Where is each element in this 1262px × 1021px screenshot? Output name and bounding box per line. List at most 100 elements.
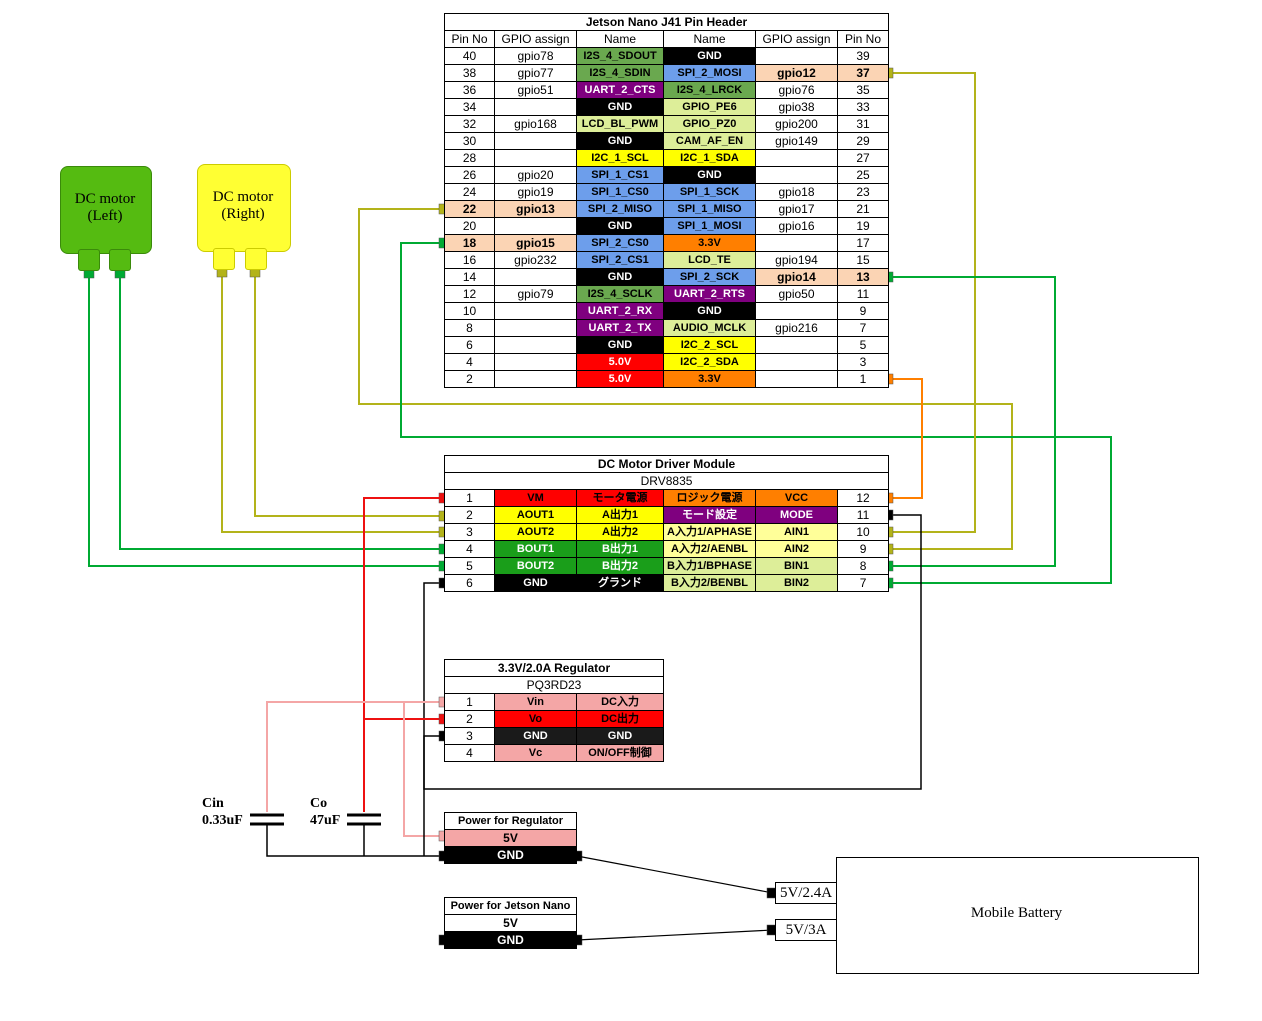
j41-right-pin: 25: [836, 166, 890, 184]
j41-right-pin: 27: [836, 149, 890, 167]
j41-left-pin: 32: [444, 115, 495, 133]
j41-right-name: I2C_2_SDA: [663, 353, 756, 371]
drv-left-pin: 6: [444, 574, 495, 592]
j41-right-pin: 31: [836, 115, 890, 133]
drv-right-desc: B入力1/BPHASE: [663, 557, 756, 575]
j41-left-pin: 16: [444, 251, 495, 269]
j41-left-pin: 38: [444, 64, 495, 82]
j41-right-pin: 1: [836, 370, 890, 388]
battery-port-1: 5V/2.4A: [775, 882, 837, 904]
motor-left-line1: DC motor: [74, 191, 136, 207]
j41-right-name: 3.3V: [663, 370, 756, 388]
drv-subtitle: DRV8835: [443, 472, 890, 490]
j41-header-2: Name: [576, 30, 664, 48]
j41-right-name: UART_2_RTS: [663, 285, 756, 303]
j41-left-gpio: gpio79: [494, 285, 577, 303]
j41-right-name: GPIO_PE6: [663, 98, 756, 116]
j41-left-name: GND: [576, 132, 664, 150]
reg-pin-desc: DC出力: [575, 710, 665, 728]
cin-label: Cin 0.33uF: [202, 795, 243, 829]
j41-right-name: AUDIO_MCLK: [663, 319, 756, 337]
reg-pin-desc: GND: [575, 727, 665, 745]
j41-right-gpio: [755, 336, 838, 354]
j41-right-gpio: [755, 166, 838, 184]
j41-right-name: I2S_4_LRCK: [663, 81, 756, 99]
j41-left-gpio: gpio20: [494, 166, 577, 184]
j41-left-name: GND: [576, 268, 664, 286]
reg-pin: 1: [444, 693, 495, 711]
j41-right-pin: 7: [836, 319, 890, 337]
j41-left-name: 5.0V: [576, 353, 664, 371]
j41-left-name: LCD_BL_PWM: [576, 115, 664, 133]
j41-left-name: SPI_1_CS1: [576, 166, 664, 184]
drv-pin-name: AOUT2: [494, 523, 577, 541]
drv-right-pin: 11: [836, 506, 890, 524]
j41-left-gpio: gpio168: [494, 115, 577, 133]
j41-left-pin: 24: [444, 183, 495, 201]
wire-reg-gnd: [423, 735, 444, 856]
reg-pin-name: Vin: [494, 693, 577, 711]
drv-right-pin: 12: [836, 489, 890, 507]
motor-left-terminal-1: [78, 249, 100, 271]
drv-pin-desc: A出力2: [576, 523, 664, 541]
j41-right-name: GND: [663, 47, 756, 65]
wire-cin-gnd: [266, 824, 444, 857]
j41-left-name: UART_2_CTS: [576, 81, 664, 99]
dc-motor-right: [197, 164, 291, 252]
j41-left-pin: 20: [444, 217, 495, 235]
motor-right-line1: DC motor: [212, 189, 274, 205]
reg-pin-name: Vo: [494, 710, 577, 728]
reg-subtitle: PQ3RD23: [443, 676, 665, 694]
j41-right-gpio: gpio17: [755, 200, 838, 218]
dc-motor-right-label: DC motor (Right): [197, 189, 289, 223]
j41-header-1: GPIO assign: [494, 30, 577, 48]
j41-right-name: SPI_1_SCK: [663, 183, 756, 201]
wire-motor-right-aout2: [221, 270, 444, 533]
drv-left-pin: 3: [444, 523, 495, 541]
j41-right-pin: 21: [836, 200, 890, 218]
j41-left-gpio: gpio232: [494, 251, 577, 269]
drv-pin-name: GND: [494, 574, 577, 592]
j41-left-name: I2S_4_SDIN: [576, 64, 664, 82]
j41-right-gpio: gpio50: [755, 285, 838, 303]
j41-right-pin: 9: [836, 302, 890, 320]
drv-pin-desc: グランド: [576, 574, 664, 592]
motor-left-line2: (Left): [87, 208, 123, 224]
j41-right-name: LCD_TE: [663, 251, 756, 269]
j41-right-name: SPI_1_MISO: [663, 200, 756, 218]
drv-right-desc: ロジック電源: [663, 489, 756, 507]
j41-title: Jetson Nano J41 Pin Header: [443, 13, 890, 31]
wire-3v3-vcc: [888, 378, 923, 499]
wire-mode-gnd: [423, 514, 922, 790]
j41-left-pin: 30: [444, 132, 495, 150]
reg-pin-desc: DC入力: [575, 693, 665, 711]
drv-right-desc: A入力1/APHASE: [663, 523, 756, 541]
drv-right-pin: 10: [836, 523, 890, 541]
wire-gpio13-ain2: [358, 208, 1013, 550]
j41-right-pin: 13: [836, 268, 890, 286]
j41-right-gpio: [755, 302, 838, 320]
j41-left-pin: 36: [444, 81, 495, 99]
battery-port-2: 5V/3A: [775, 919, 837, 941]
wires: [83, 67, 1112, 946]
reg-pin: 2: [444, 710, 495, 728]
drv-title: DC Motor Driver Module: [443, 455, 890, 473]
wire-vin-cin: [266, 701, 444, 812]
reg-pin: 4: [444, 744, 495, 762]
j41-right-gpio: gpio12: [755, 64, 838, 82]
mobile-battery: [836, 857, 1199, 974]
j41-left-gpio: [494, 268, 577, 286]
motor-left-terminal-2: [109, 249, 131, 271]
